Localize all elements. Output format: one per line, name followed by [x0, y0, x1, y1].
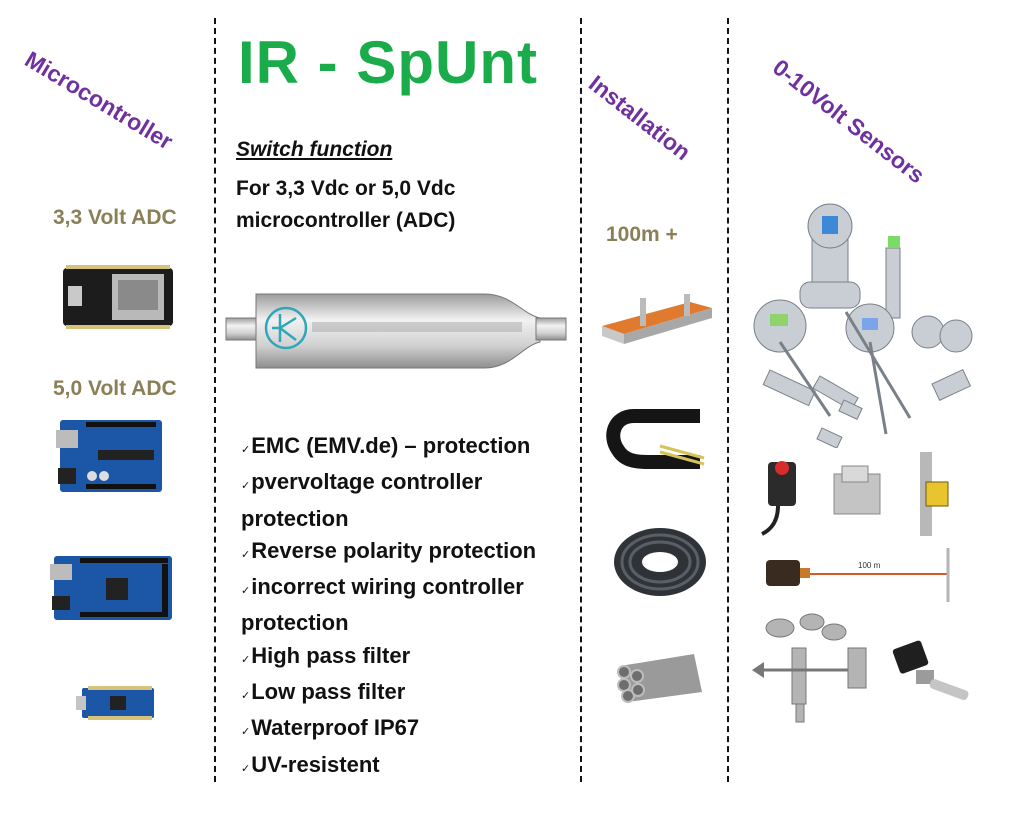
feature-label: UV-resistent [251, 751, 380, 777]
column-divider-3 [727, 18, 729, 782]
cable-tray-image [602, 294, 712, 344]
check-icon: ✓ [241, 762, 251, 775]
check-icon: ✓ [241, 690, 251, 703]
feature-item: ✓Low pass filter [241, 676, 571, 712]
pressure-transmitter-image [892, 640, 969, 700]
pipes-image [617, 654, 702, 703]
check-icon: ✓ [241, 585, 251, 598]
installation-distance: 100m + [606, 223, 678, 246]
arduino-uno-image [56, 420, 162, 492]
microcontroller-heading: Microcontroller [20, 46, 178, 155]
feature-label: pvervoltage controller protection [241, 469, 483, 531]
feature-item: ✓pvervoltage controller protection [241, 466, 571, 535]
switch-subtitle: For 3,3 Vdc or 5,0 Vdc microcontroller (… [236, 173, 536, 237]
check-icon: ✓ [241, 653, 251, 666]
arduino-nano-image [76, 686, 154, 720]
installation-heading: Installation [583, 70, 696, 166]
check-icon: ✓ [241, 480, 251, 493]
sensors-heading: 0-10Volt Sensors [767, 54, 930, 189]
column-divider-2 [580, 18, 582, 782]
feature-label: Waterproof IP67 [251, 715, 420, 741]
feature-item: ✓Waterproof IP67 [241, 712, 571, 748]
cable-chain-image [606, 409, 705, 469]
check-icon: ✓ [241, 444, 251, 456]
feature-item: ✓Reverse polarity protection [241, 535, 571, 571]
switch-subtitle-line-1: For 3,3 Vdc or 5,0 Vdc [236, 177, 456, 200]
feature-label: EMC (EMV.de) – protection [251, 433, 531, 458]
switch-function-heading: Switch function [236, 138, 393, 161]
switch-subtitle-line-2: microcontroller (ADC) [236, 209, 456, 232]
feature-label: Reverse polarity protection [251, 537, 537, 563]
check-icon: ✓ [241, 726, 251, 739]
column-divider-1 [214, 18, 216, 782]
arduino-mega-image [50, 556, 172, 620]
sensors-group-image [753, 203, 973, 448]
feature-label: incorrect wiring controller protection [241, 574, 524, 636]
adc-33-label: 3,3 Volt ADC [53, 206, 177, 229]
feature-item: ✓High pass filter [241, 640, 571, 676]
esp32-board-image [63, 265, 173, 329]
feature-label: High pass filter [251, 642, 411, 668]
feature-item: ✓UV-resistent [241, 749, 571, 785]
feature-label: Low pass filter [251, 679, 406, 705]
ir-spunt-device-image [225, 293, 567, 369]
feature-item: ✓incorrect wiring controller protection [241, 571, 571, 640]
level-sensor-cable-image: 100 m [766, 548, 950, 602]
conduit-coil-image [614, 528, 706, 596]
page-title: IR - SpUnt [238, 29, 538, 96]
adc-50-label: 5,0 Volt ADC [53, 377, 177, 400]
feature-list: ✓EMC (EMV.de) – protection ✓pvervoltage … [241, 430, 571, 785]
pressure-switches-image [761, 452, 949, 536]
check-icon: ✓ [241, 548, 251, 561]
anemometer-image [752, 613, 867, 723]
cable-length-label: 100 m [858, 561, 881, 570]
feature-item: ✓EMC (EMV.de) – protection [241, 430, 571, 466]
